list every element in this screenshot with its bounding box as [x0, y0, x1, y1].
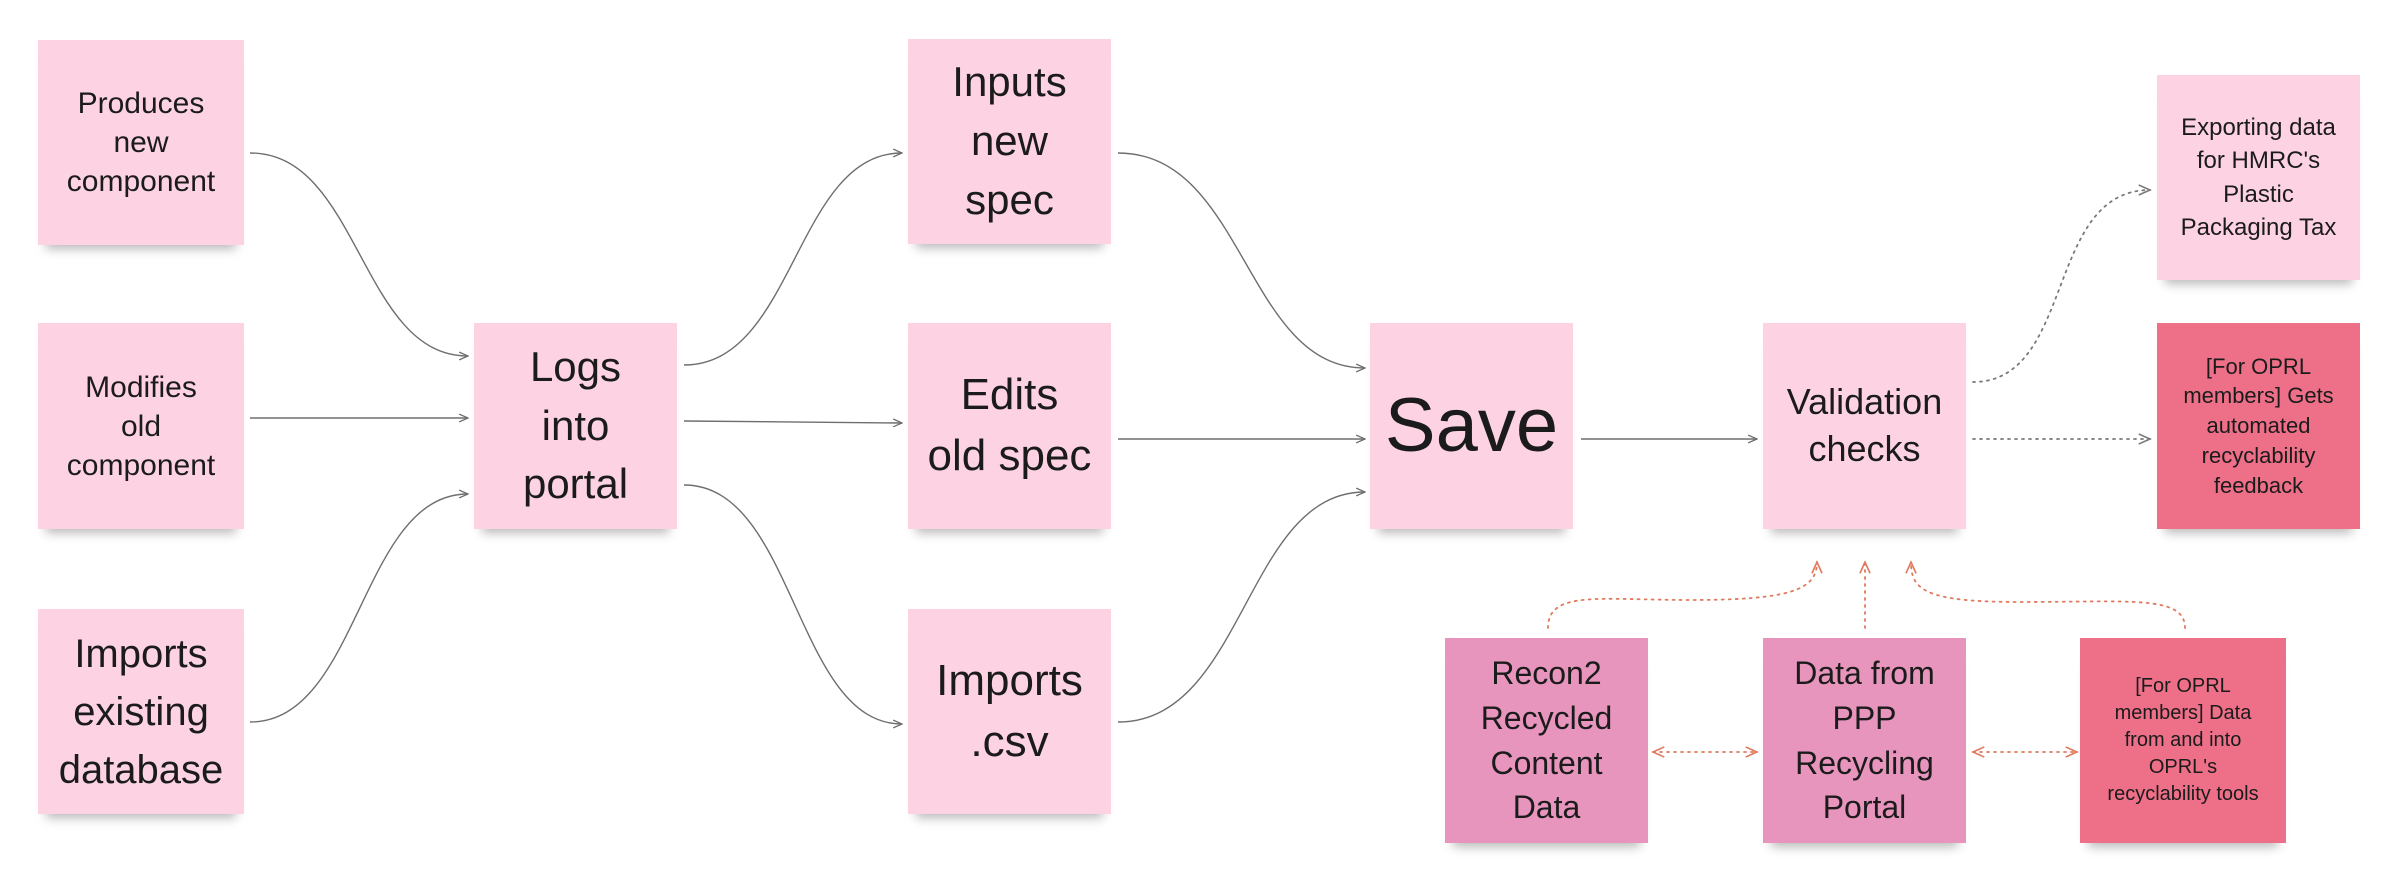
note-text: Validation checks [1786, 381, 1943, 469]
note-text: Inputs new spec [952, 58, 1067, 223]
note-text: Imports existing database [58, 631, 224, 792]
connector-produces-to-logs [249, 152, 468, 356]
note-save[interactable]: Save [1370, 323, 1573, 529]
note-modifies-old-component[interactable]: Modifies old component [38, 323, 244, 529]
connector-validation-to-export [1972, 190, 2150, 383]
note-text: Recon2 Recycled Content Data [1480, 654, 1613, 826]
note-logs-into-portal[interactable]: Logs into portal [474, 323, 677, 529]
connector-inputs-to-save [1117, 152, 1365, 368]
note-text: Data from PPP Recycling Portal [1794, 654, 1935, 826]
note-text: Exporting data for HMRC's Plastic Packag… [2180, 114, 2337, 241]
note-recon2-recycled-content-data[interactable]: Recon2 Recycled Content Data [1445, 638, 1648, 843]
note-text: Save [1384, 382, 1559, 468]
note-oprl-recyclability-tools[interactable]: [For OPRL members] Data from and into OP… [2080, 638, 2286, 843]
note-imports-existing-database[interactable]: Imports existing database [38, 609, 244, 814]
connector-oprl-tools-to-validation [1911, 562, 2186, 629]
note-text: Imports .csv [936, 655, 1083, 766]
note-text: Logs into portal [522, 342, 629, 508]
connector-logs-to-inputs [683, 153, 902, 366]
note-text: Produces new component [66, 87, 216, 198]
note-produces-new-component[interactable]: Produces new component [38, 40, 244, 245]
note-edits-old-spec[interactable]: Edits old spec [908, 323, 1111, 529]
note-text: Modifies old component [66, 370, 216, 482]
note-data-from-ppp-recycling-portal[interactable]: Data from PPP Recycling Portal [1763, 638, 1966, 843]
note-validation-checks[interactable]: Validation checks [1763, 323, 1966, 529]
note-imports-csv[interactable]: Imports .csv [908, 609, 1111, 814]
note-exporting-data-hmrc[interactable]: Exporting data for HMRC's Plastic Packag… [2157, 75, 2360, 280]
connector-recon2-to-validation [1547, 562, 1817, 629]
note-text: [For OPRL members] Gets automated recycl… [2183, 353, 2334, 498]
note-text: Edits old spec [927, 370, 1092, 480]
connector-logs-to-edits [683, 421, 902, 423]
connector-imports-db-to-logs [249, 494, 468, 723]
note-text: [For OPRL members] Data from and into OP… [2107, 675, 2259, 805]
note-inputs-new-spec[interactable]: Inputs new spec [908, 39, 1111, 244]
connector-logs-to-csv [683, 484, 902, 724]
connector-csv-to-save [1117, 492, 1365, 723]
note-oprl-recyclability-feedback[interactable]: [For OPRL members] Gets automated recycl… [2157, 323, 2360, 529]
